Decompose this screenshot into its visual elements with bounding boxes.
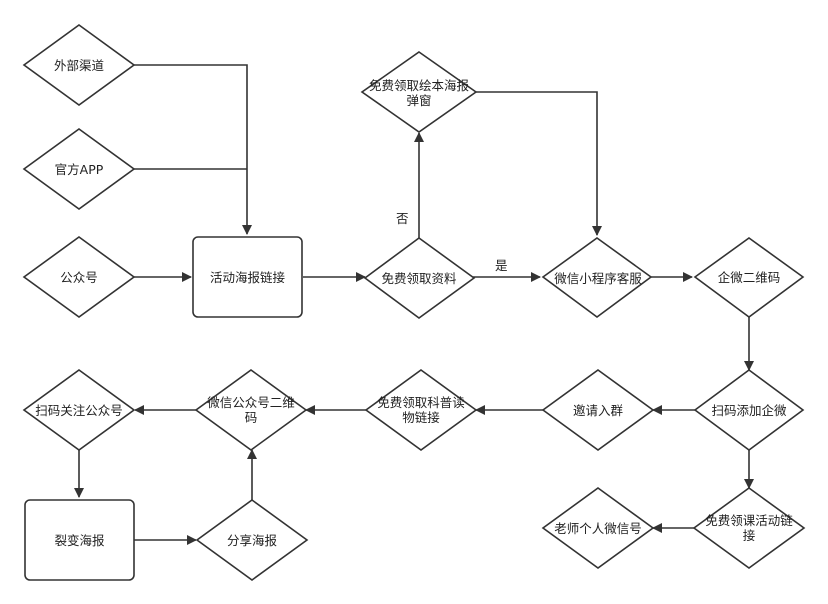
node-scan-add-enterprise-wechat-shape [693, 369, 805, 451]
edge-label-no: 否 [396, 211, 409, 226]
node-official-app-shape [22, 128, 136, 210]
node-official-account-shape [22, 236, 136, 318]
node-free-science-reading-shape [364, 369, 478, 451]
node-share-poster-shape [195, 499, 309, 581]
node-invite-to-group-shape [541, 369, 655, 451]
node-activity-poster-link-shape [192, 236, 303, 318]
edge-popup-to-miniprogram [476, 91, 602, 236]
node-teacher-personal-wechat-shape [541, 487, 655, 569]
node-free-course-activity-shape [692, 487, 806, 569]
edge-label-yes: 是 [495, 258, 508, 273]
node-fission-poster-shape [24, 499, 135, 581]
node-free-materials-shape [363, 237, 476, 319]
node-wechat-account-qr-shape [194, 369, 308, 451]
node-free-picture-book-popup-shape [360, 51, 478, 133]
node-wechat-mini-program-shape [541, 237, 653, 318]
node-enterprise-wechat-qr-shape [693, 237, 805, 318]
node-scan-follow-account-shape [22, 369, 136, 451]
node-external-channel-shape [22, 24, 136, 106]
edge-external-to-poster [134, 64, 252, 235]
